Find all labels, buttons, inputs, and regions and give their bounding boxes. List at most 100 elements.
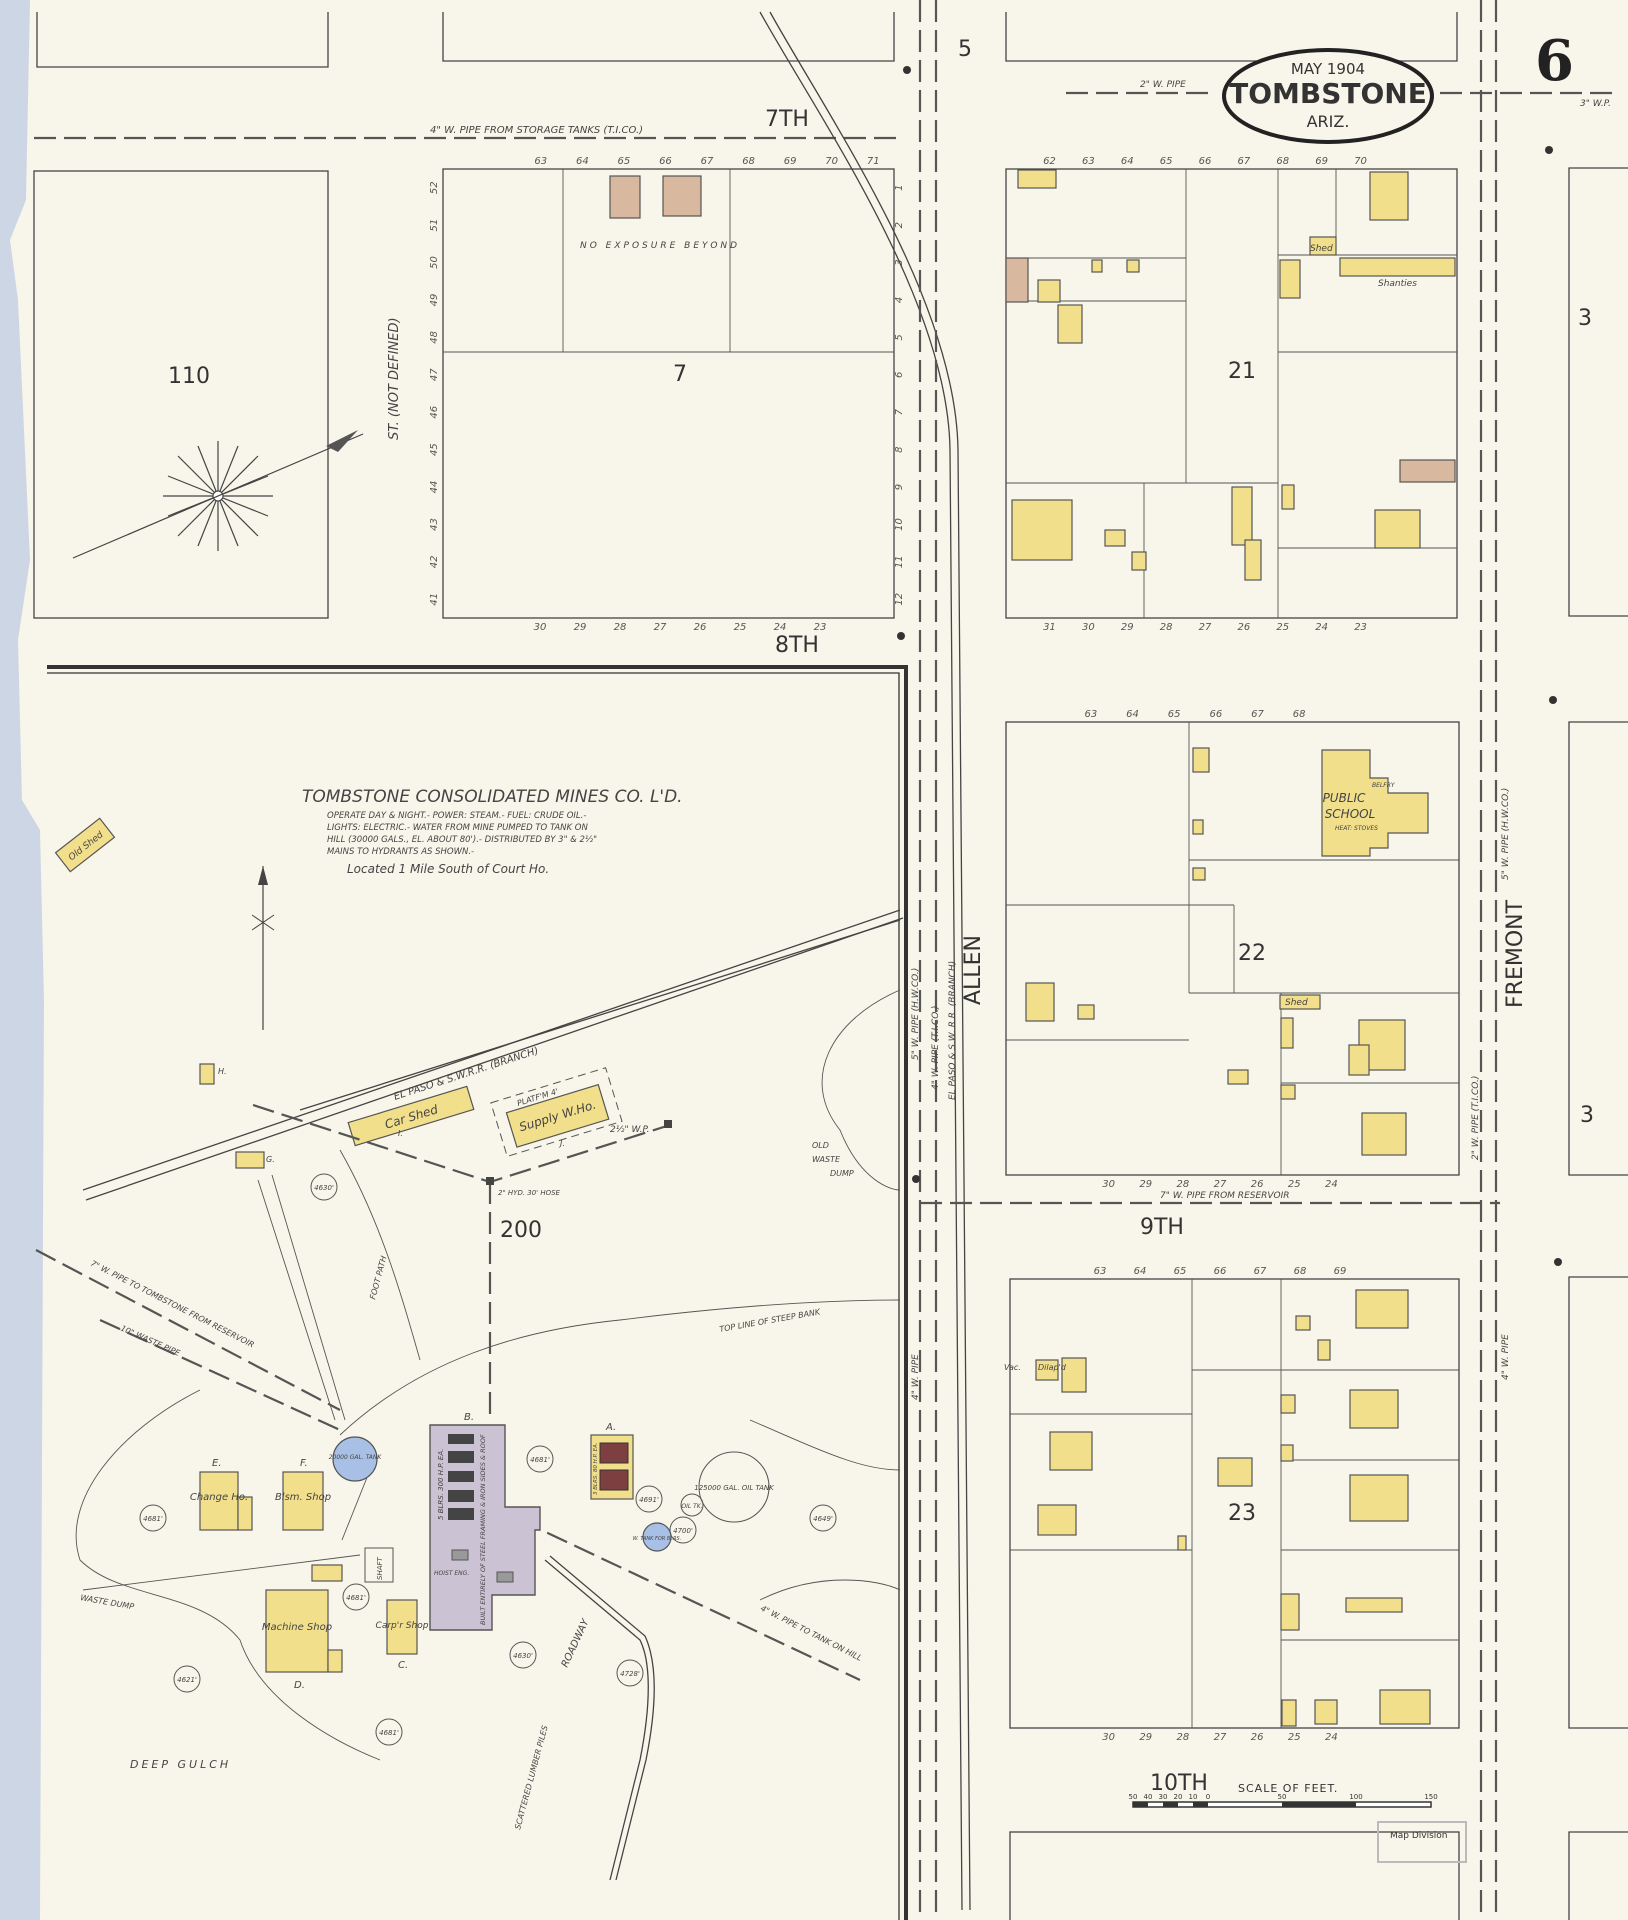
elevation-value: 4681' bbox=[346, 1594, 366, 1602]
adjacent-sheet-3-upper: 3 bbox=[1578, 306, 1592, 331]
lot-number: 7 bbox=[894, 408, 905, 415]
mine-note-line: LIGHTS: ELECTRIC.- WATER FROM MINE PUMPE… bbox=[327, 823, 588, 833]
terrain-contour bbox=[749, 1419, 901, 1601]
block-21-lot-lines bbox=[1006, 169, 1457, 618]
building-letter-d: D. bbox=[294, 1680, 305, 1691]
foot-path bbox=[339, 1149, 421, 1361]
lot-number: 23 bbox=[1354, 622, 1367, 633]
carpenter-shop: Carp'r Shop C. bbox=[376, 1599, 429, 1671]
small-buildings-gh: G. H. I. J. bbox=[199, 1063, 565, 1169]
lot-number: 63 bbox=[1082, 156, 1095, 167]
lot-number: 30 bbox=[534, 622, 547, 633]
hydrant bbox=[664, 1120, 672, 1128]
lot-number: 63 bbox=[534, 156, 547, 167]
lot-number: 24 bbox=[1325, 1732, 1338, 1743]
street-label-9th: 9TH bbox=[1140, 1215, 1184, 1240]
public-school: PUBLIC SCHOOL BELFRY HEAT: STOVES bbox=[1321, 749, 1429, 857]
mine-company-name: TOMBSTONE CONSOLIDATED MINES CO. L'D. bbox=[302, 787, 683, 807]
lot-number: 64 bbox=[1126, 709, 1139, 720]
scale-segment bbox=[1282, 1802, 1356, 1807]
adjacent-sheet-5: 5 bbox=[958, 37, 972, 62]
map-state: ARIZ. bbox=[1307, 112, 1350, 131]
block-7 bbox=[442, 168, 895, 619]
pipe-label-top-far-right: 3" W.P. bbox=[1580, 99, 1611, 109]
lot-number: 9 bbox=[894, 484, 905, 490]
lot-number: 27 bbox=[1214, 1179, 1227, 1190]
scale-tick-label: 0 bbox=[1206, 1793, 1210, 1801]
branch-railroad-rail bbox=[85, 917, 904, 1201]
elevation-circle bbox=[375, 1718, 403, 1746]
adjacent-sheet-3-lower: 3 bbox=[1580, 1103, 1594, 1128]
lot-number: 27 bbox=[1199, 622, 1212, 633]
block-21 bbox=[1005, 168, 1458, 619]
block-number-23: 23 bbox=[1228, 1501, 1256, 1526]
pipe-label-allen-1: 5" W. PIPE (H.W.CO.) bbox=[911, 968, 921, 1060]
scale-segment bbox=[1163, 1802, 1178, 1807]
lot-number: 30 bbox=[1102, 1732, 1115, 1743]
pipe-label-fremont-3: 4" W. PIPE bbox=[1501, 1334, 1511, 1380]
lot-number: 47 bbox=[429, 368, 440, 381]
hydrant bbox=[486, 1177, 494, 1185]
wp-label: 2½" W.P. bbox=[610, 1125, 650, 1135]
lot-number: 68 bbox=[1276, 156, 1289, 167]
lot-number: 26 bbox=[694, 622, 707, 633]
lot-number: 27 bbox=[654, 622, 667, 633]
label-vacant: Vac. bbox=[1004, 1363, 1021, 1372]
sheet-number: 6 bbox=[1535, 28, 1574, 94]
hydrant-marker bbox=[1545, 146, 1553, 154]
lot-number: 23 bbox=[814, 622, 827, 633]
label-shed-22: Shed bbox=[1285, 998, 1308, 1008]
adjacent-block-lower bbox=[1568, 1276, 1628, 1729]
building-letter-f: F. bbox=[300, 1458, 308, 1469]
lot-number: 24 bbox=[1325, 1179, 1338, 1190]
deep-gulch-label: DEEP GULCH bbox=[130, 1758, 231, 1771]
lot-number: 28 bbox=[1176, 1732, 1189, 1743]
lot-number: 46 bbox=[429, 406, 440, 419]
lot-number: 44 bbox=[429, 481, 440, 494]
label-shanties: Shanties bbox=[1378, 279, 1417, 289]
elevation-circle bbox=[526, 1445, 554, 1473]
mine-description: TOMBSTONE CONSOLIDATED MINES CO. L'D. OP… bbox=[302, 787, 683, 876]
lot-number: 66 bbox=[1214, 1266, 1227, 1277]
hydrant-marker bbox=[1549, 696, 1557, 704]
elevation-circle bbox=[310, 1173, 338, 1201]
tombstone-pipe bbox=[35, 1249, 341, 1411]
lot-number: 6 bbox=[894, 372, 905, 378]
lot-number: 50 bbox=[429, 256, 440, 269]
oil-tk-label: OIL TK. bbox=[681, 1503, 702, 1510]
scale-tick-label: 10 bbox=[1189, 1793, 1198, 1801]
old-waste-dump-label: OLD bbox=[812, 1141, 829, 1150]
block-23 bbox=[1009, 1278, 1460, 1729]
lot-number: 48 bbox=[429, 331, 440, 344]
block-22 bbox=[1005, 721, 1460, 1176]
elevation-value: 4691' bbox=[639, 1496, 659, 1504]
lot-number: 63 bbox=[1084, 709, 1097, 720]
blacksmith-label: Blsm. Shop bbox=[275, 1492, 331, 1503]
lot-number: 52 bbox=[429, 181, 440, 194]
stamp-text: Map Division bbox=[1390, 1831, 1448, 1841]
north-arrow bbox=[251, 866, 275, 1030]
scale-segment bbox=[1133, 1802, 1148, 1807]
block-21-buildings bbox=[1005, 169, 1456, 581]
elevation-value: 4621' bbox=[177, 1676, 197, 1684]
lot-number: 29 bbox=[574, 622, 587, 633]
elevation-value: 4728' bbox=[620, 1670, 640, 1678]
lot-number: 45 bbox=[429, 443, 440, 456]
building-dwelling bbox=[609, 175, 641, 219]
elevation-markers: 4630'4681'4681'4691'4700'4649'4621'4681'… bbox=[139, 1173, 837, 1746]
scale-tick-label: 40 bbox=[1144, 1793, 1153, 1801]
water-tank-label: 20000 GAL. TANK bbox=[329, 1454, 383, 1461]
lot-number: 29 bbox=[1121, 622, 1134, 633]
building-a-label: 3 BLRS. 80 H.P. EA. bbox=[593, 1442, 599, 1495]
block-110 bbox=[33, 170, 329, 619]
lot-number: 63 bbox=[1094, 1266, 1107, 1277]
no-exposure-note: NO EXPOSURE BEYOND bbox=[580, 241, 740, 251]
building-letter-i: I. bbox=[398, 1129, 403, 1138]
building-letter-e: E. bbox=[212, 1458, 222, 1469]
lot-number: 65 bbox=[1160, 156, 1173, 167]
hydrant-marker bbox=[1554, 1258, 1562, 1266]
lot-number: 64 bbox=[1134, 1266, 1147, 1277]
lot-number: 30 bbox=[1102, 1179, 1115, 1190]
